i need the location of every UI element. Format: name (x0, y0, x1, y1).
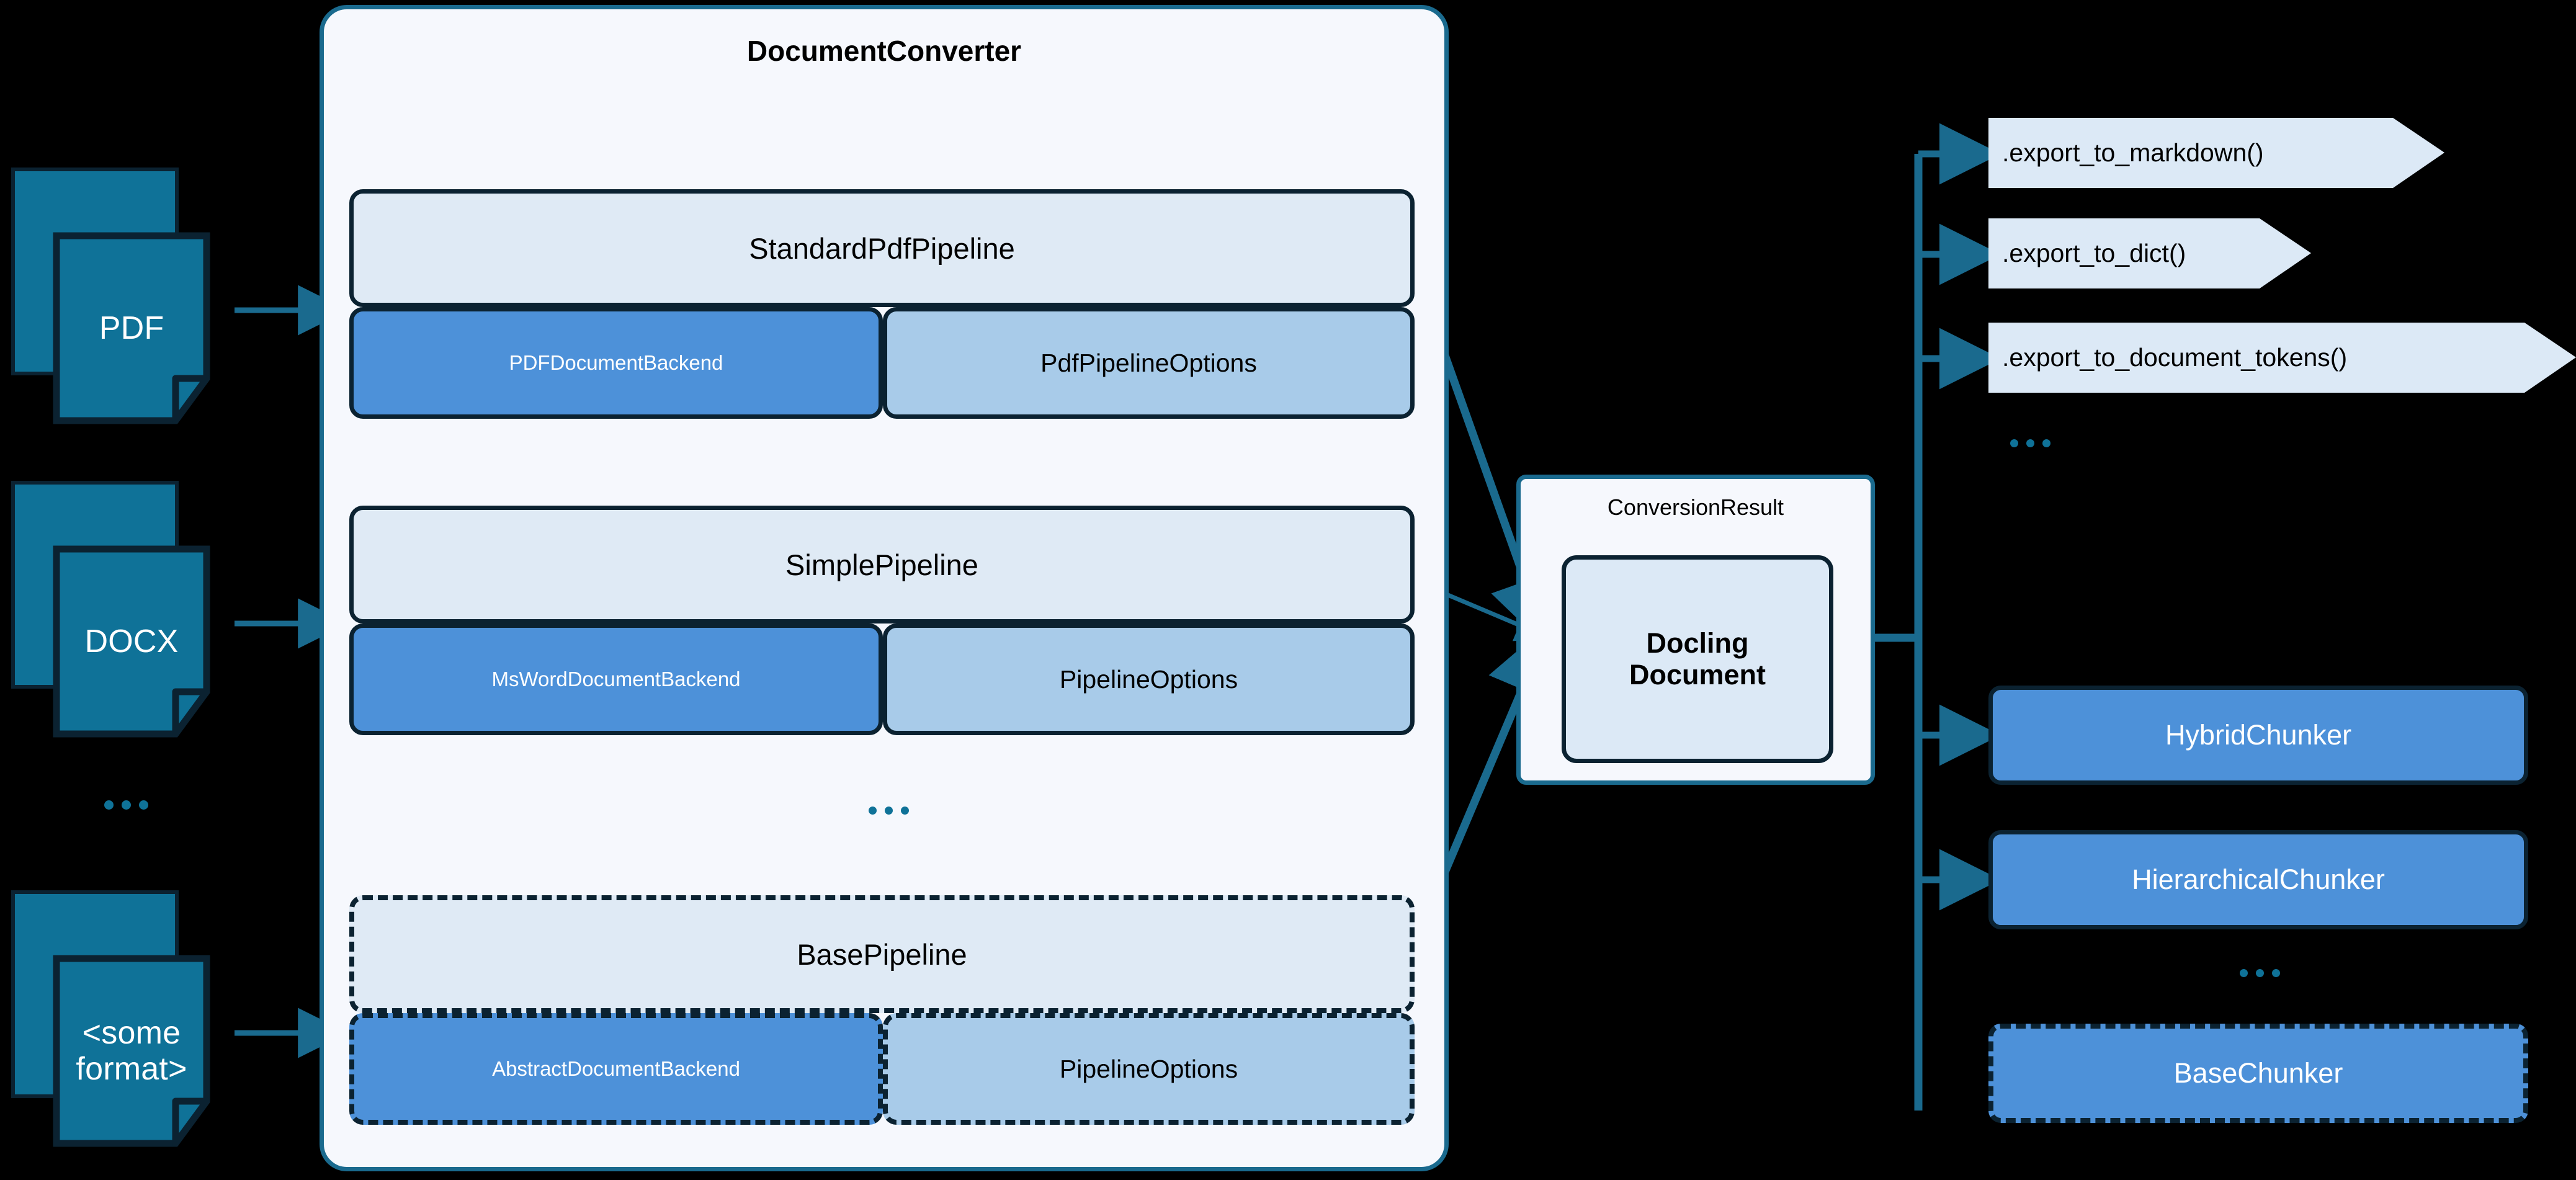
backend-name: PDFDocumentBackend (509, 351, 723, 374)
chunker-base[interactable]: BaseChunker (1988, 1024, 2528, 1123)
docling-document-line2: Document (1629, 658, 1766, 691)
pipeline-simple-header[interactable]: SimplePipeline (349, 506, 1415, 624)
pipeline-base-options[interactable]: PipelineOptions (883, 1013, 1415, 1125)
pipeline-simple-backend[interactable]: MsWordDocumentBackend (349, 624, 883, 735)
chunker-hierarchical[interactable]: HierarchicalChunker (1988, 830, 2528, 929)
chunker-label: HierarchicalChunker (2132, 864, 2385, 895)
chunkers-ellipsis (2240, 969, 2280, 977)
pipeline-base-backend[interactable]: AbstractDocumentBackend (349, 1013, 883, 1125)
docling-document-line1: Docling (1646, 627, 1749, 659)
options-name: PdfPipelineOptions (1040, 348, 1257, 377)
input-doc-label-line2: format> (76, 1051, 187, 1087)
page-title: DocumentConverter (746, 35, 1022, 67)
backend-name: AbstractDocumentBackend (492, 1057, 740, 1080)
export-to-markdown-chevron[interactable]: .export_to_markdown() (1988, 118, 2444, 188)
backend-name: MsWordDocumentBackend (491, 668, 741, 691)
chunker-label: BaseChunker (2173, 1057, 2343, 1089)
pipeline-name: SimplePipeline (785, 548, 978, 581)
options-name: PipelineOptions (1059, 1054, 1238, 1083)
chunker-hybrid[interactable]: HybridChunker (1988, 686, 2528, 785)
pipeline-standard-pdf-header[interactable]: StandardPdfPipeline (349, 189, 1415, 307)
document-stack-front-sheet (53, 545, 210, 738)
input-doc-label: DOCX (84, 623, 179, 659)
export-to-document-tokens-chevron[interactable]: .export_to_document_tokens() (1988, 323, 2576, 393)
export-label: .export_to_dict() (2002, 239, 2186, 267)
docling-document-node[interactable]: Docling Document (1562, 555, 1833, 763)
pipeline-name: BasePipeline (797, 937, 967, 971)
pipeline-simple-options[interactable]: PipelineOptions (883, 624, 1415, 735)
pipeline-standard-pdf-options[interactable]: PdfPipelineOptions (883, 307, 1415, 419)
chunker-label: HybridChunker (2165, 719, 2352, 751)
pipeline-standard-pdf-backend[interactable]: PDFDocumentBackend (349, 307, 883, 419)
export-label: .export_to_markdown() (2002, 138, 2264, 167)
input-doc-other-format[interactable]: <some format> (11, 890, 235, 1151)
input-doc-label-line1: <some (82, 1014, 181, 1051)
pipeline-base-header[interactable]: BasePipeline (349, 895, 1415, 1013)
converter-ellipsis (869, 807, 909, 815)
conversion-result-title: ConversionResult (1607, 494, 1784, 520)
document-stack-front-sheet (53, 232, 210, 424)
document-stack-front-sheet (53, 955, 210, 1147)
exports-ellipsis (2010, 439, 2051, 447)
pipeline-name: StandardPdfPipeline (749, 231, 1015, 265)
input-ellipsis (104, 800, 148, 810)
export-label: .export_to_document_tokens() (2002, 343, 2348, 372)
input-doc-docx[interactable]: DOCX (11, 481, 235, 741)
export-to-dict-chevron[interactable]: .export_to_dict() (1988, 218, 2311, 288)
options-name: PipelineOptions (1059, 664, 1238, 694)
input-doc-label: PDF (99, 310, 164, 346)
input-doc-pdf[interactable]: PDF (11, 168, 235, 428)
